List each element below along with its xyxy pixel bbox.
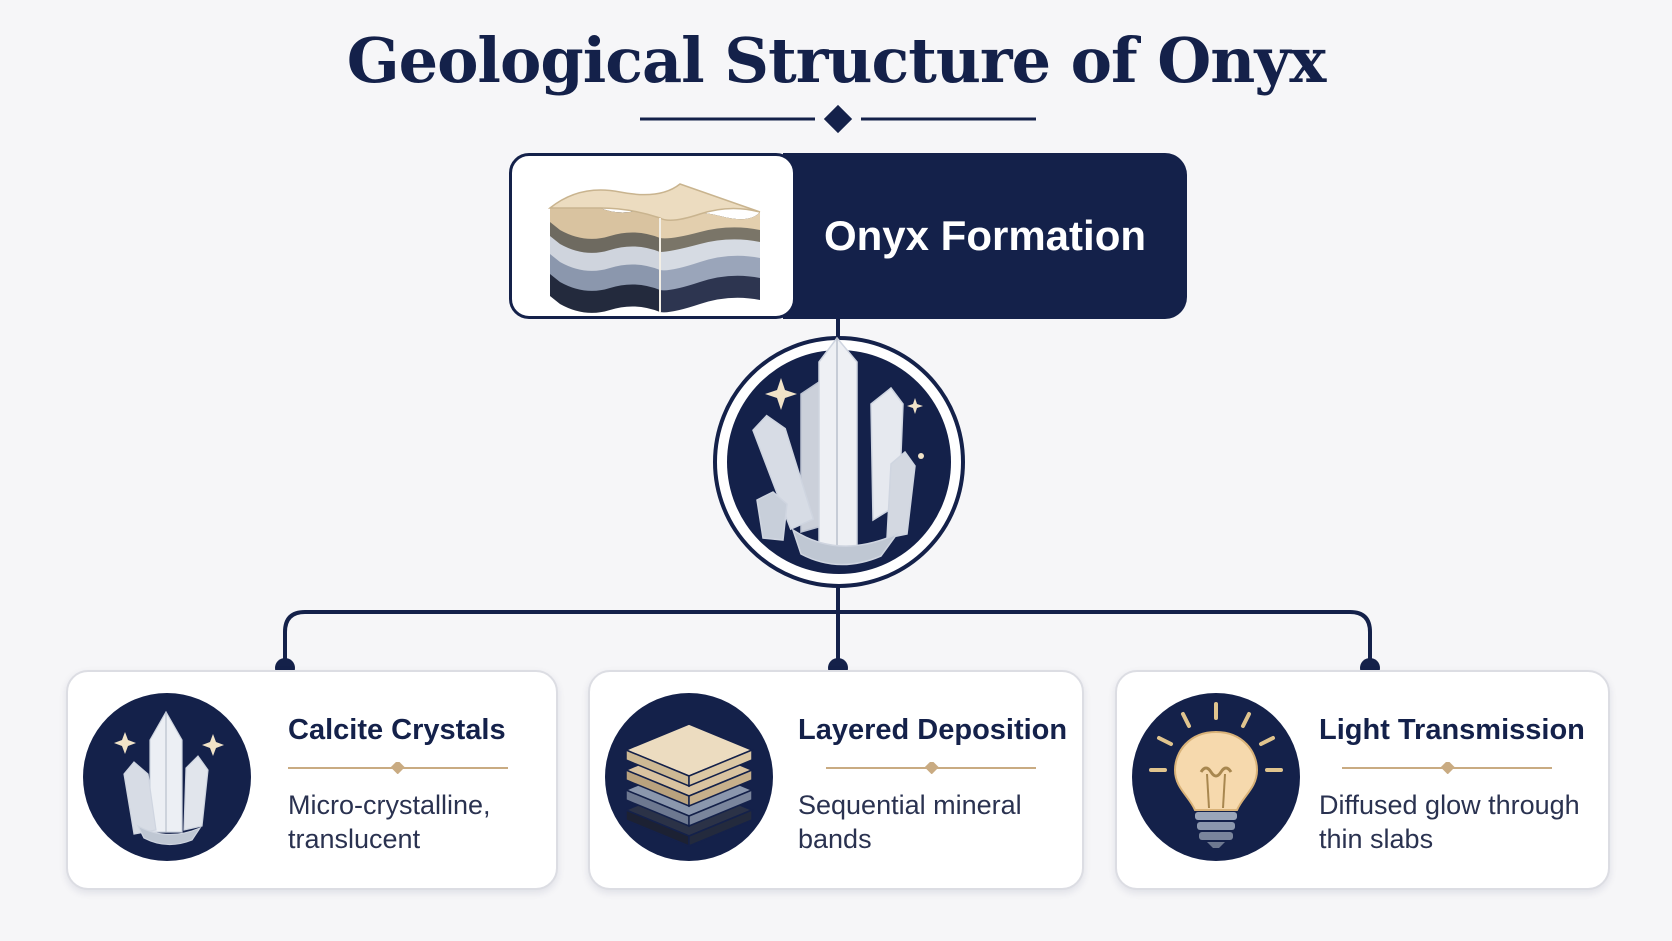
card-title: Calcite Crystals [288,714,506,746]
card-description-line: Diffused glow through [1319,790,1580,820]
card-description-line: Sequential mineral [798,790,1022,820]
root-label-background [783,153,1187,319]
card-title: Light Transmission [1319,714,1585,746]
card-divider [288,762,508,774]
root-node: Onyx Formation [509,153,1187,319]
card-description-line: thin slabs [1319,824,1434,854]
card-calcite-crystals: Calcite Crystals Micro-crystalline, tran… [66,670,558,890]
card-description: Micro-crystalline, translucent [288,788,491,856]
card-description-line: Micro-crystalline, [288,790,491,820]
crystal-icon [83,693,251,861]
card-light-transmission: Light Transmission Diffused glow through… [1115,670,1610,890]
title-divider [640,104,1036,134]
card-description: Sequential mineral bands [798,788,1022,856]
card-layered-deposition: Layered Deposition Sequential mineral ba… [588,670,1084,890]
crystal-cluster-icon [713,336,965,588]
root-label: Onyx Formation [823,212,1147,259]
stacked-layers-icon [605,693,773,861]
diamond-ornament-icon [823,104,853,134]
card-title: Layered Deposition [798,714,1068,746]
card-description-line: bands [798,824,872,854]
card-divider [1342,762,1552,774]
page-title: Geological Structure of Onyx [346,24,1327,97]
card-description: Diffused glow through thin slabs [1319,788,1580,856]
layered-strata-icon [509,153,796,319]
branch-connectors [283,582,1372,668]
card-divider [826,762,1036,774]
card-description-line: translucent [288,824,421,854]
light-bulb-icon [1132,693,1300,861]
